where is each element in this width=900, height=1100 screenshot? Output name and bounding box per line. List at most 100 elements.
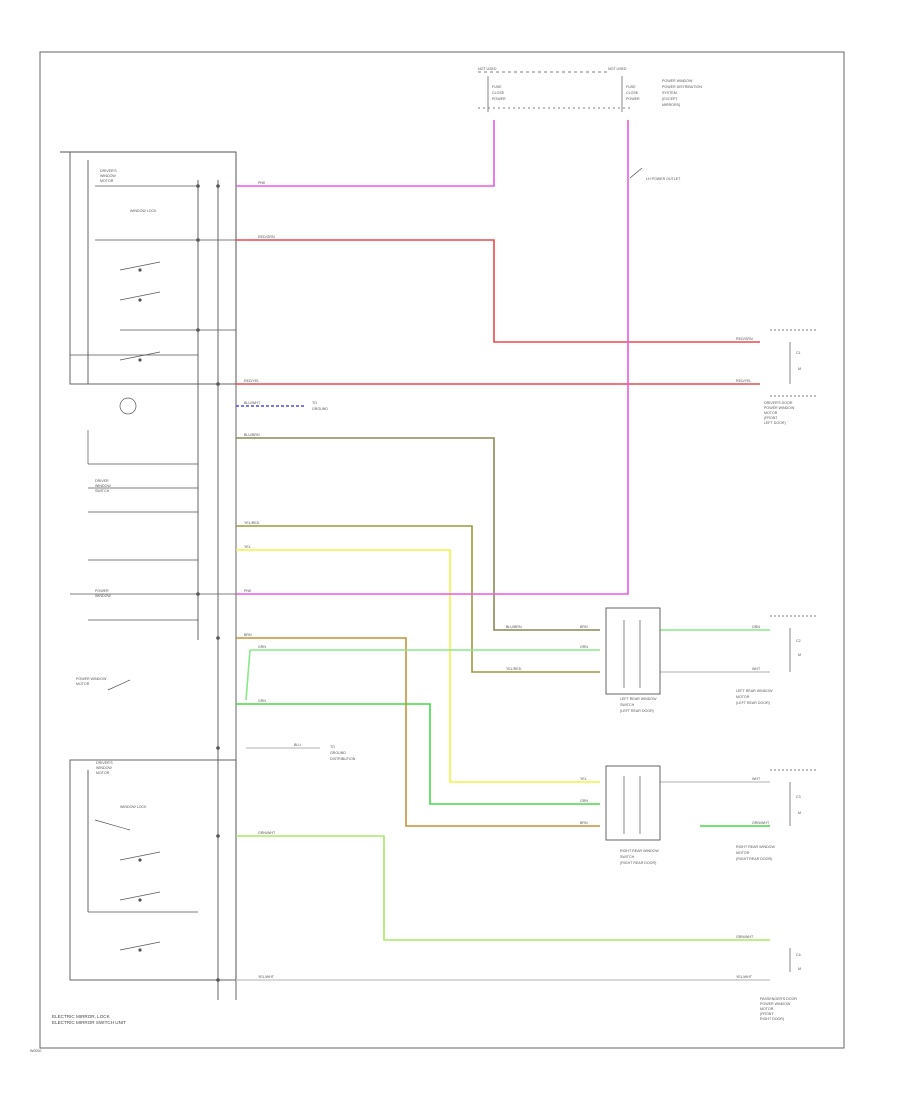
splice-dots [196,184,220,982]
driver-window-line-1: DRIVER [95,479,109,483]
right-rear-line-2: SWITCH [620,855,635,859]
top-right-conn-1: NOT USED [608,67,627,71]
right-rear-line-1: RIGHT REAR WINDOW [620,849,659,853]
top-right-line-4: (EXCEPT [662,97,678,101]
switch-label-line-2: WINDOW [100,174,116,178]
top-left-conn-4: POWER [492,97,506,101]
top-connector-left: NOT USED FUSE CLOSE POWER [478,67,630,112]
top-right-conn-4: POWER [626,97,640,101]
wire-label-yellow: YEL [244,545,251,549]
motor-mark-2: M [798,653,801,657]
driver-door-line-2: POWER WINDOW [764,406,795,410]
pass-lock-label: WINDOW LOCK [120,805,147,809]
wire-pink-mid [236,120,629,595]
wire-label-olive-2: YEL/RED [244,521,260,525]
conn-label-10: GRN/WHT [736,935,754,939]
passenger-line-3: MOTOR [760,1007,774,1011]
footer-code: W0000 [30,1049,41,1053]
switch-label-line-3: MOTOR [100,179,114,183]
passenger-line-2: POWER WINDOW [760,1002,791,1006]
dlc-line-1: TO [330,745,335,749]
wire-green [236,703,600,805]
left-rear-right-1: LEFT REAR WINDOW [736,689,773,693]
unit-title-line-2: ELECTRIC MIRROR SWITCH UNIT [52,1020,126,1025]
left-rear-line-3: (LEFT REAR DOOR) [620,709,654,713]
left-rear-line-1: LEFT REAR WINDOW [620,697,657,701]
conn-label-1: RED/GRN [736,337,753,341]
pass-relay-line-3: MOTOR [96,771,110,775]
pin-label-1: C1 [796,351,801,355]
window-motor-line-1: POWER WINDOW [76,677,107,681]
motor-mark-3: M [798,811,801,815]
pass-switch-line-2: WINDOW [95,594,111,598]
left-rear-line-2: SWITCH [620,703,635,707]
ground-ref-1: TO [312,401,317,405]
diagram-frame [39,51,845,1049]
wire-label-red-top: RED/GRN [258,235,275,239]
wire-label-pink-top: PNK [258,181,266,185]
conn-label-7: YEL [580,777,587,781]
driver-window-line-2: WINDOW [95,484,111,488]
wire-label-lime: GRN/WHT [258,831,276,835]
top-right-line-3: SYSTEM [662,91,677,95]
conn-label-11: YEL/WHT [736,975,753,979]
conn-label-8: GRN [580,799,588,803]
driver-window-line-3: SWITCH [95,489,110,493]
driver-door-line-3: MOTOR [764,411,778,415]
left-rear-switch: LEFT REAR WINDOW SWITCH (LEFT REAR DOOR) [605,607,661,713]
wire-lt-green-drop [245,649,251,701]
ground-ref-2: GROUND [312,407,328,411]
conn-label-12: WHT [752,667,761,671]
left-rear-motor: C2 M LEFT REAR WINDOW MOTOR (LEFT REAR D… [736,615,816,705]
driver-door-line-1: DRIVER'S DOOR [764,401,793,405]
motor-mark-4: M [798,967,801,971]
conn-label-9: BRN [580,821,588,825]
wire-label-red-mid: RED/YEL [244,379,259,383]
right-rear-right-2: MOTOR [736,851,750,855]
passenger-line-1: PASSENGER'S DOOR [760,997,797,1001]
wire-yellow [236,549,600,783]
switch-label-line-1: DRIVER'S [100,169,117,173]
wire-olive-2 [236,525,600,673]
window-lock-label: WINDOW LOCK [130,209,157,213]
window-motor-line-2: MOTOR [76,682,90,686]
conn-label-3: BLU/BRN [506,625,522,629]
wire-label-orange: BRN [244,633,252,637]
left-rear-right-2: MOTOR [736,695,750,699]
right-rear-right-3: (RIGHT REAR DOOR) [736,857,772,861]
pass-switch-line-1: POWER [95,589,109,593]
conn-label-6: GRN [580,645,588,649]
top-left-conn-3: CLOSE [492,91,505,95]
wire-red-top [236,239,760,343]
passenger-line-5: RIGHT DOOR) [760,1017,784,1021]
top-left-conn-1: NOT USED [478,67,497,71]
conn-label-2: RED/YEL [736,379,751,383]
wire-label-green: GRN [258,699,266,703]
wire-orange [236,637,600,827]
conn-label-15: GRN/WHT [752,821,770,825]
wire-label-gray: YEL/WHT [258,975,275,979]
conn-label-16: WHT [752,777,761,781]
unit-title-line-1: ELECTRIC MIRROR, LOCK [52,1014,111,1019]
conn-label-13: GRN [752,625,760,629]
pin-label-4: C4 [796,953,801,957]
top-right-conn-3: CLOSE [626,91,639,95]
conn-label-5: YEL/RED [506,667,522,671]
passenger-line-4: (FRONT [760,1012,774,1016]
left-rear-right-3: (LEFT REAR DOOR) [736,701,770,705]
top-right-line-2: POWER DISTRIBUTION [662,85,702,89]
right-rear-switch: RIGHT REAR WINDOW SWITCH (RIGHT REAR DOO… [605,765,661,865]
wire-label-olive-1: BLU/BRN [244,433,260,437]
pass-relay-line-2: WINDOW [96,766,112,770]
top-right-line-5: MIRRORS) [662,103,680,107]
wire-lime [236,835,770,941]
top-right-line-1: POWER WINDOW [662,79,693,83]
right-rear-motor: C3 M RIGHT REAR WINDOW MOTOR (RIGHT REAR… [736,769,816,861]
top-connector-right: NOT USED FUSE CLOSE POWER POWER WINDOW P… [608,67,702,181]
pin-label-2: C2 [796,639,801,643]
right-rear-line-3: (RIGHT REAR DOOR) [620,861,656,865]
dlc-line-3: DISTRIBUTION [330,757,356,761]
pin-label-3: C3 [796,795,801,799]
wire-label-blue: BLU/WHT [244,401,261,405]
